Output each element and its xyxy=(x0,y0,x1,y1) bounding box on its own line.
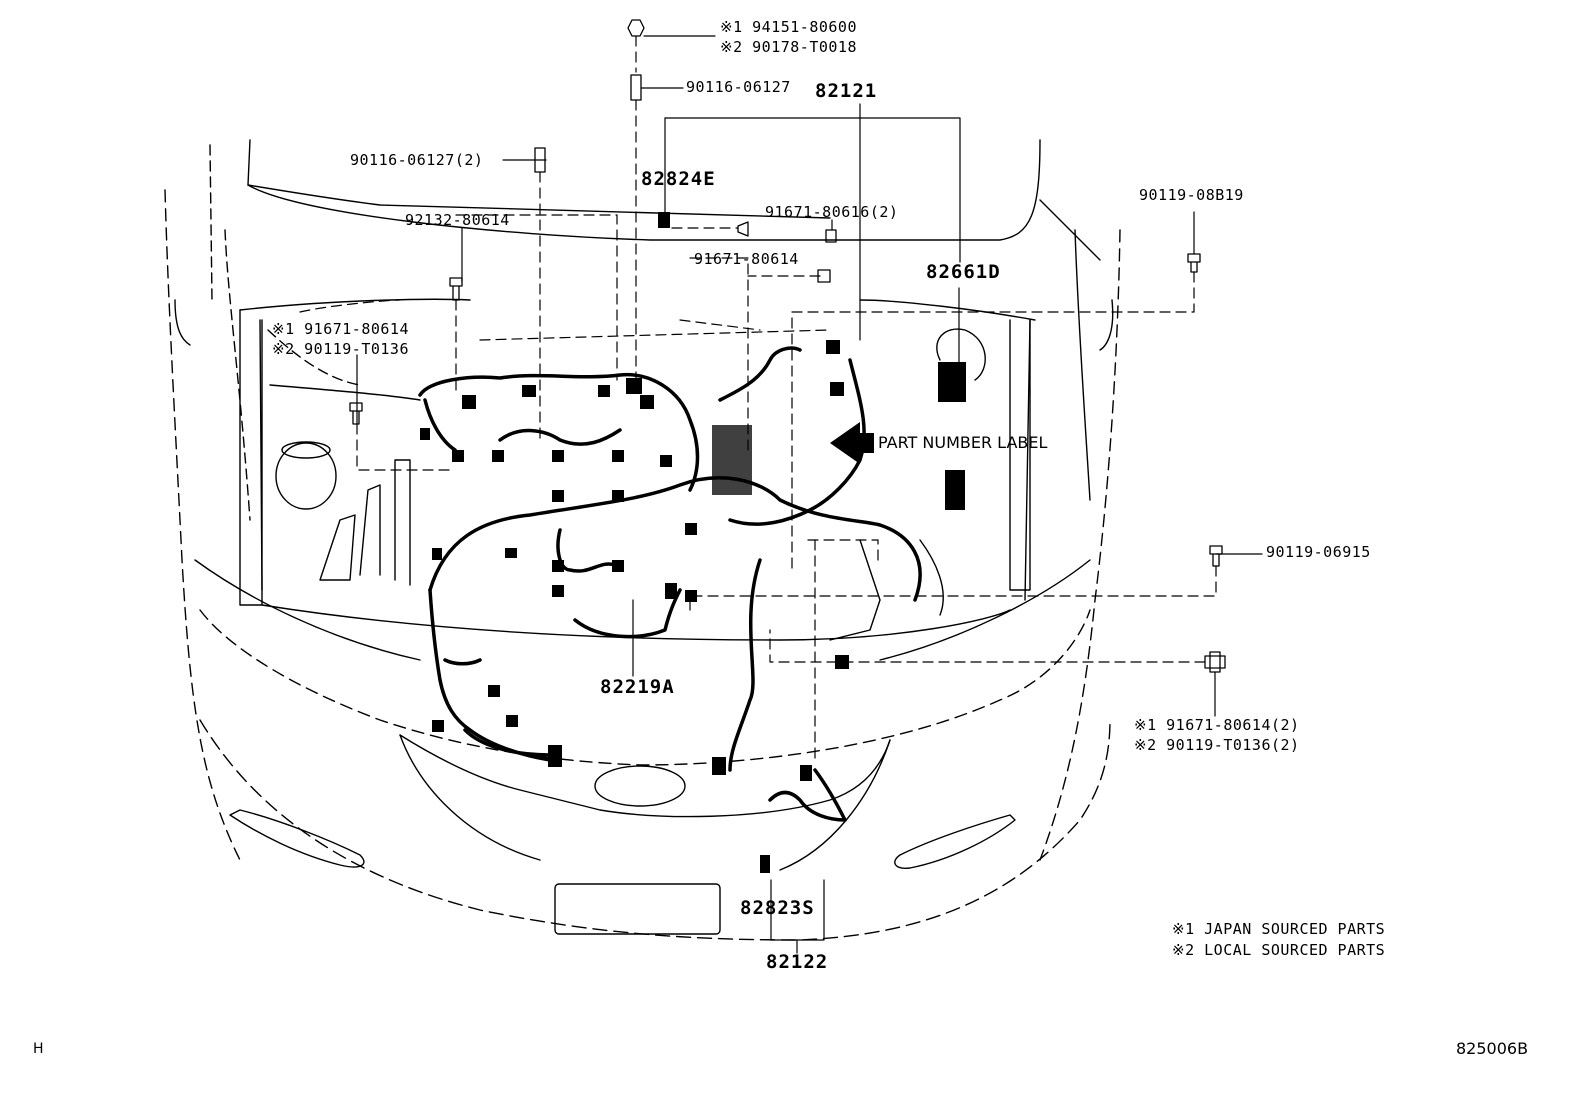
callout-bolt-right-mid: 90119-06915 xyxy=(1266,543,1371,561)
callout-right-bolt-1: ※1 91671-80614(2) xyxy=(1134,716,1300,734)
callout-left-bolt-2: ※2 90119-T0136 xyxy=(272,340,409,358)
body-outline xyxy=(164,189,1121,861)
legend-note-local: ※2 LOCAL SOURCED PARTS xyxy=(1172,941,1386,959)
leader-lines xyxy=(356,35,1263,954)
dashed-leaders xyxy=(299,35,1217,761)
part-number-label-pointer: PART NUMBER LABEL xyxy=(878,433,1048,452)
callout-clip-left: 92132-80614 xyxy=(405,211,510,229)
radiator-support xyxy=(239,298,1036,641)
callout-sensor: 82823S xyxy=(740,897,815,919)
callout-top-bolt-1: ※1 94151-80600 xyxy=(720,18,857,36)
callout-stud-top: 90116-06127 xyxy=(686,78,791,96)
callout-assy-main: 82121 xyxy=(815,80,878,102)
connectors xyxy=(420,212,966,873)
callout-bolt-mid: 91671-80614 xyxy=(694,250,799,268)
fasteners xyxy=(349,19,1226,673)
front-bumper xyxy=(199,719,1111,941)
footer-left-code: H xyxy=(33,1041,44,1057)
hood-outline xyxy=(209,139,1101,301)
callout-left-bolt-1: ※1 91671-80614 xyxy=(272,320,409,338)
legend-note-japan: ※1 JAPAN SOURCED PARTS xyxy=(1172,920,1386,938)
components xyxy=(275,328,986,641)
callout-sub-harness: 82219A xyxy=(600,676,675,698)
callout-relay-block: 82661D xyxy=(926,261,1001,283)
label-arrow xyxy=(830,422,874,464)
callout-right-bolt-2: ※2 90119-T0136(2) xyxy=(1134,736,1300,754)
callout-stud-left: 90116-06127(2) xyxy=(350,151,484,169)
callout-bolt-right-top: 90119-08B19 xyxy=(1139,186,1244,204)
callout-bracket: 82824E xyxy=(641,168,716,190)
callout-bolt-pair: 91671-80616(2) xyxy=(765,203,899,221)
callout-assy-front: 82122 xyxy=(766,951,829,973)
diagram-code: 825006B xyxy=(1456,1039,1529,1058)
callout-top-bolt-2: ※2 90178-T0018 xyxy=(720,38,857,56)
